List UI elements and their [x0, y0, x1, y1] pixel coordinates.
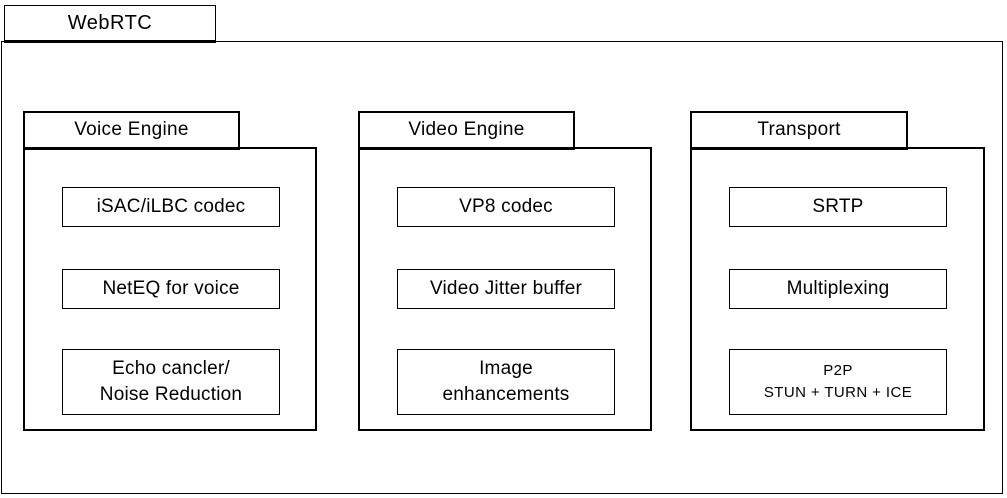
- transport-label: Transport: [757, 119, 841, 140]
- video-engine-label: Video Engine: [408, 119, 525, 140]
- box-p2p-stun-turn-ice: P2P STUN + TURN + ICE: [729, 349, 947, 415]
- box-neteq-for-voice: NetEQ for voice: [62, 269, 280, 309]
- video-engine-body: VP8 codec Video Jitter buffer Image enha…: [358, 147, 652, 431]
- voice-engine-label: Voice Engine: [74, 119, 189, 140]
- box-video-jitter-buffer: Video Jitter buffer: [397, 269, 615, 309]
- box-image-enhancements: Image enhancements: [397, 349, 615, 415]
- box-echo-cancler-noise-reduction: Echo cancler/ Noise Reduction: [62, 349, 280, 415]
- webrtc-title: WebRTC: [67, 11, 153, 34]
- voice-engine-tab: Voice Engine: [23, 111, 240, 150]
- transport-body: SRTP Multiplexing P2P STUN + TURN + ICE: [690, 147, 985, 431]
- box-srtp: SRTP: [729, 187, 947, 227]
- box-multiplexing: Multiplexing: [729, 269, 947, 309]
- transport-tab: Transport: [690, 111, 908, 150]
- webrtc-package-tab: WebRTC: [4, 5, 216, 43]
- box-isac-ilbc-codec: iSAC/iLBC codec: [62, 187, 280, 227]
- voice-engine-body: iSAC/iLBC codec NetEQ for voice Echo can…: [23, 147, 317, 431]
- video-engine-tab: Video Engine: [358, 111, 575, 150]
- box-vp8-codec: VP8 codec: [397, 187, 615, 227]
